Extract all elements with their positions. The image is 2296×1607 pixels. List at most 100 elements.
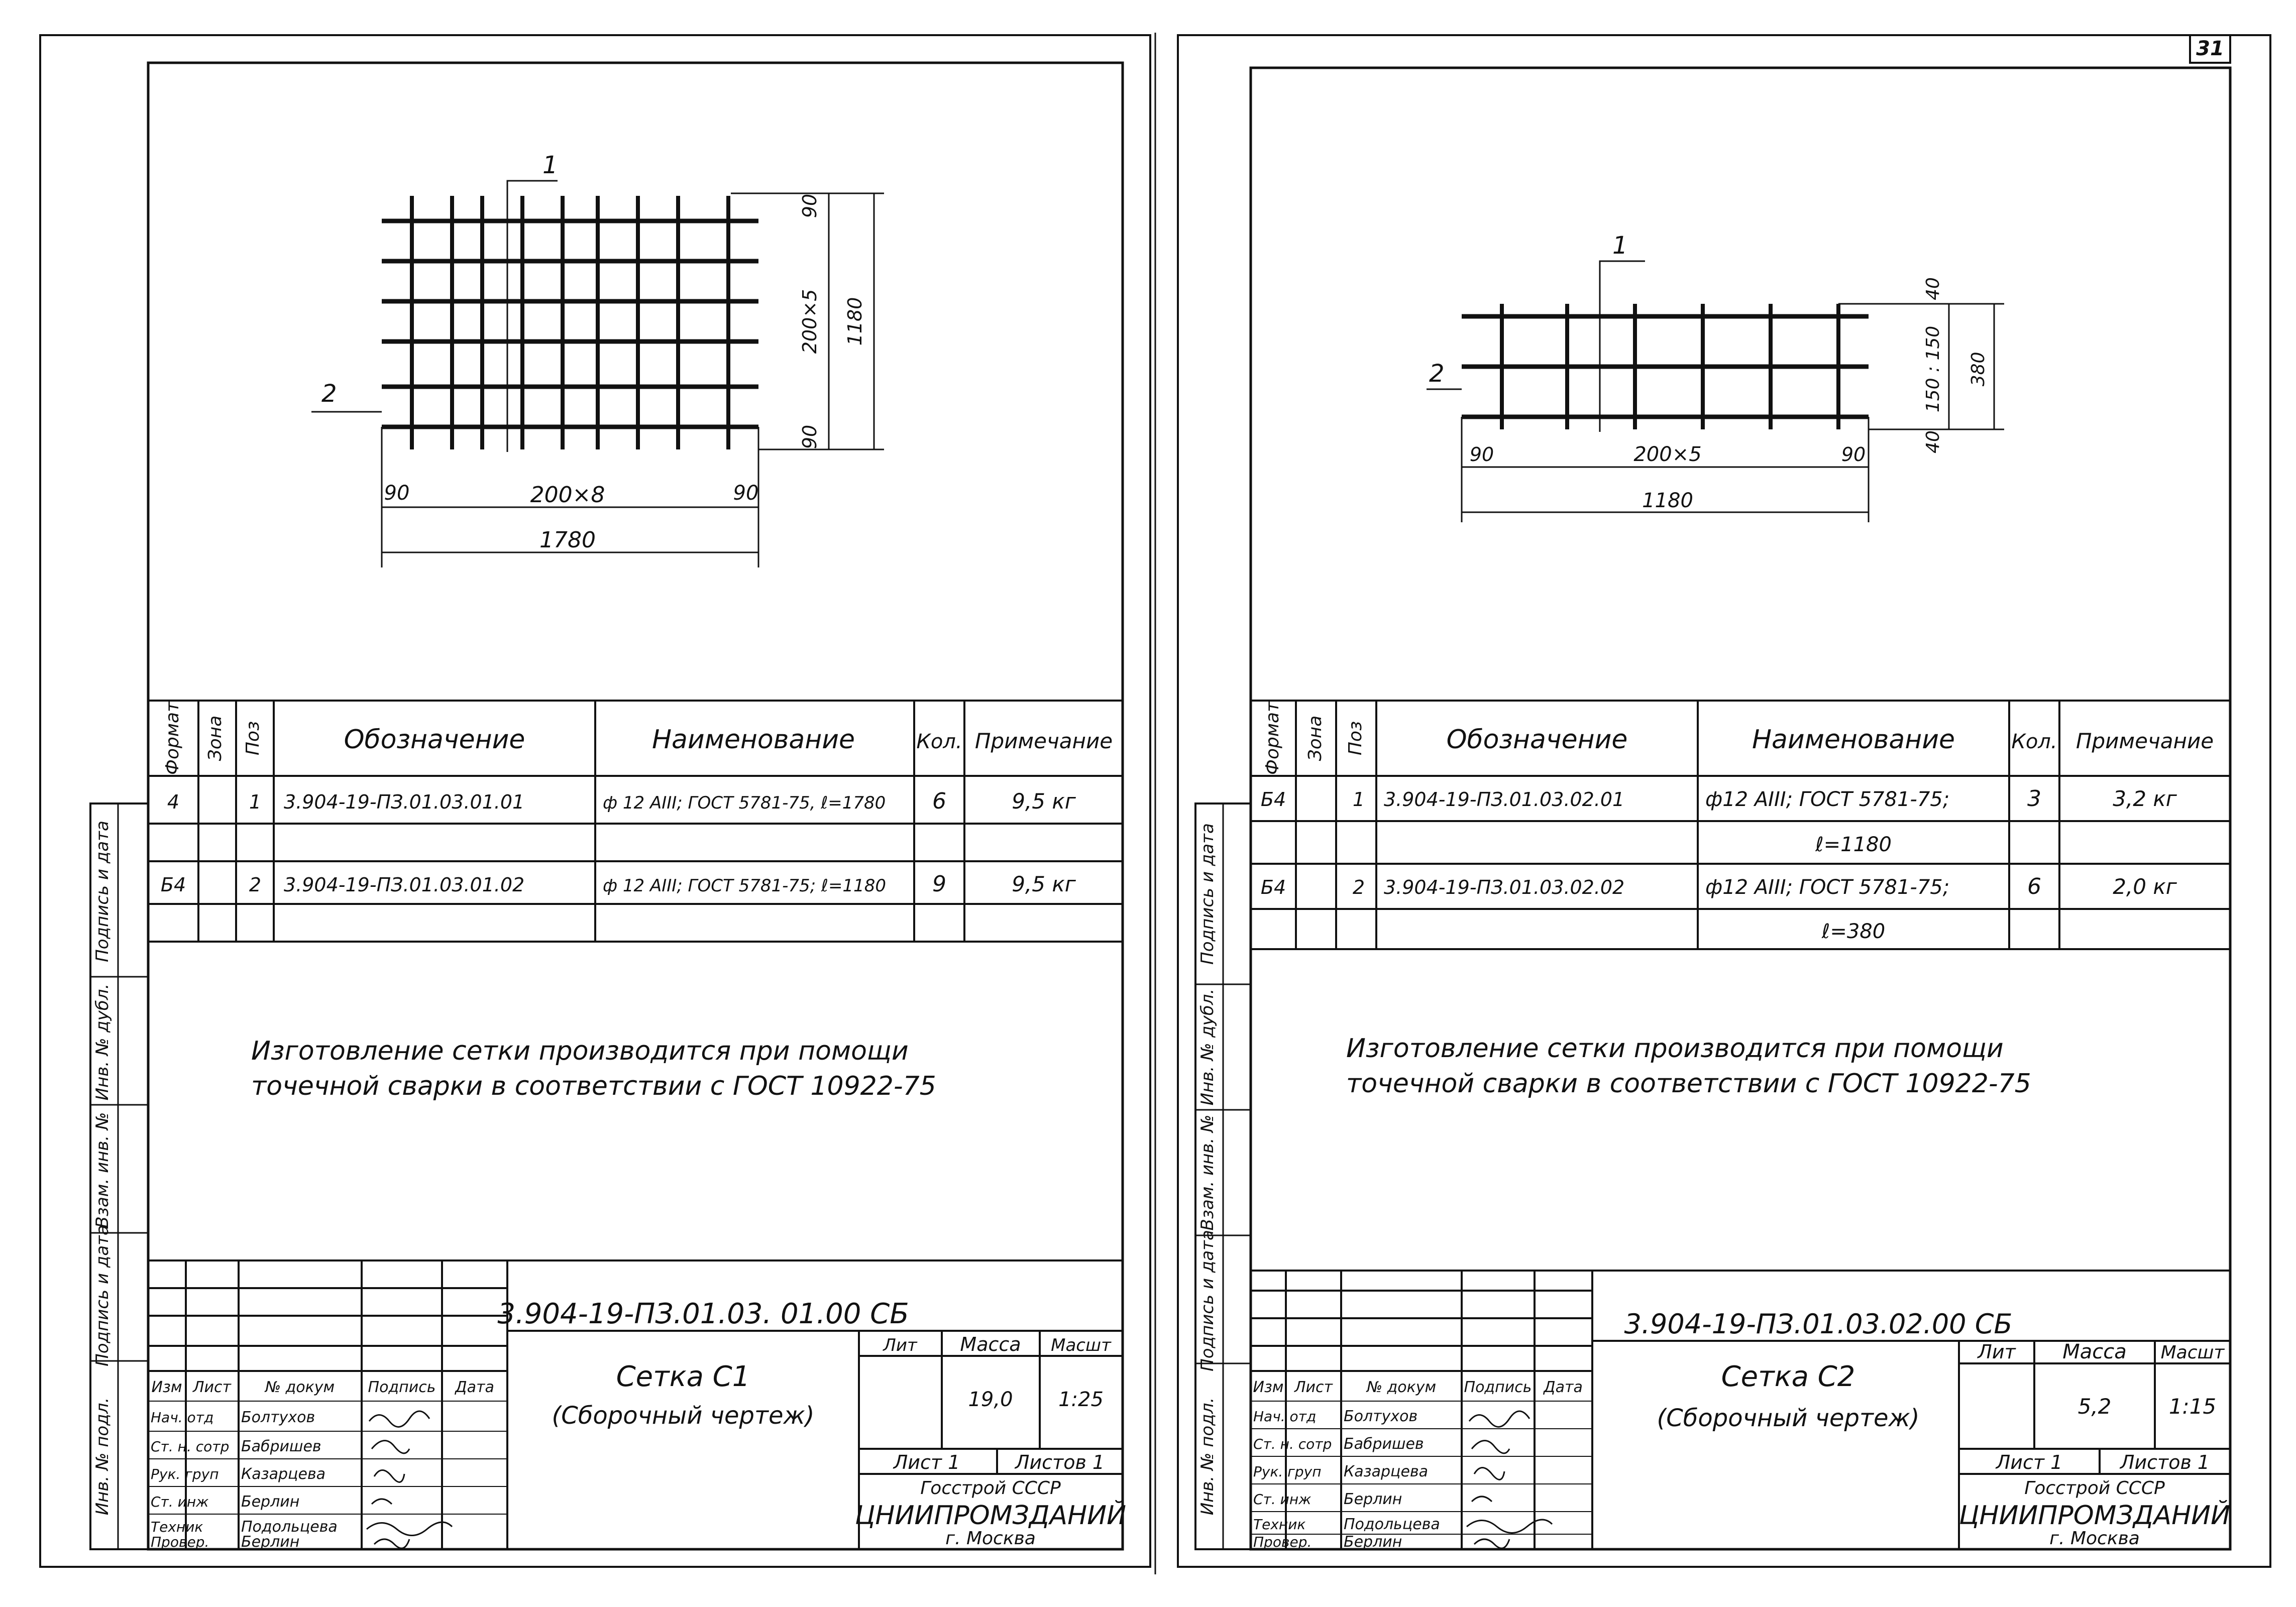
right-header-pos: Поз <box>1345 721 1366 755</box>
right-staff4-role: Ст. инж <box>1253 1491 1311 1508</box>
right-staff5-name: Подольцева <box>1344 1516 1440 1533</box>
right-side-stamp: Инв. № подл. Подпись и дата Взам. инв. №… <box>1194 802 1252 1550</box>
right-th-lit: Лит <box>1977 1341 2016 1363</box>
left-signatures <box>366 1410 453 1549</box>
left-title-line2: (Сборочный чертеж) <box>552 1402 815 1430</box>
left-dim-right: 90 <box>733 482 759 505</box>
right-dim-top: 40 <box>1923 277 1943 300</box>
right-dim-left: 90 <box>1470 443 1494 466</box>
right-th-scale: Масшт <box>2161 1342 2225 1363</box>
left-row1-pos: 1 <box>249 791 261 813</box>
left-row1-name: ф 12 АIII; ГОСТ 5781-75, ℓ=1780 <box>603 793 886 813</box>
right-mesh-drawing: 1 2 40 150 : 150 40 380 90 200×5 90 1180 <box>1427 232 2004 522</box>
right-row2-designation: 3.904-19-ПЗ.01.03.02.02 <box>1384 876 1624 898</box>
right-header-designation: Обозначение <box>1447 725 1628 755</box>
left-staff4-role: Ст. инж <box>151 1494 208 1510</box>
right-header-note: Примечание <box>2076 729 2214 753</box>
left-th-list: Лист <box>192 1379 232 1396</box>
left-staff2-name: Бабришев <box>241 1438 321 1455</box>
right-th-sign: Подпись <box>1464 1379 1532 1396</box>
left-staff3-name: Казарцева <box>241 1465 325 1483</box>
right-th-doc: № докум <box>1366 1379 1436 1396</box>
right-sheets-label: Листов 1 <box>2119 1451 2210 1473</box>
right-header-format: Формат <box>1262 701 1283 775</box>
right-title-block: 3.904-19-ПЗ.01.03.02.00 СБ Изм Лист № до… <box>1251 1270 2230 1551</box>
right-title-line2: (Сборочный чертеж) <box>1657 1404 1920 1432</box>
left-header-note: Примечание <box>975 729 1113 753</box>
right-th-list: Лист <box>1294 1379 1334 1396</box>
left-staff6-name: Берлин <box>241 1533 299 1551</box>
left-sheet-label: Лист 1 <box>893 1451 960 1473</box>
right-row2-pos: 2 <box>1353 876 1365 898</box>
left-row2-name: ф 12 АIII; ГОСТ 5781-75; ℓ=1180 <box>603 876 886 896</box>
left-staff1-role: Нач. отд <box>151 1409 213 1426</box>
right-dim-right: 90 <box>1841 443 1866 466</box>
left-stamp-sign-date-2: Подпись и дата <box>92 821 113 962</box>
left-mesh-drawing: 1 2 90 200×5 90 1180 90 200×8 90 1780 <box>311 151 884 567</box>
right-stamp-sign-date-2: Подпись и дата <box>1197 823 1218 965</box>
left-stamp-inv-podl: Инв. № подл. <box>92 1398 113 1516</box>
left-staff1-name: Болтухов <box>241 1409 315 1426</box>
left-sheets-label: Листов 1 <box>1014 1451 1105 1473</box>
left-staff6-role: Провер. <box>151 1534 209 1550</box>
right-staff3-name: Казарцева <box>1344 1463 1428 1480</box>
page-number: 31 <box>2196 37 2224 60</box>
right-row1-qty: 3 <box>2027 786 2041 812</box>
left-row2-qty: 9 <box>932 871 946 897</box>
left-staff2-role: Ст. н. сотр <box>151 1438 229 1455</box>
left-note-line1: Изготовление сетки производится при помо… <box>251 1036 909 1066</box>
right-org-line2: ЦНИИПРОМЗДАНИЙ <box>1959 1500 2230 1531</box>
left-staff4-name: Берлин <box>241 1493 299 1511</box>
left-org-line1: Госстрой СССР <box>920 1478 1061 1499</box>
left-header-zone: Зона <box>205 716 226 761</box>
left-stamp-vzam: Взам. инв. № <box>92 1112 113 1228</box>
right-dim-mid: 150 : 150 <box>1923 326 1943 412</box>
left-spec-table: Формат Зона Поз Обозначение Наименование… <box>148 700 1123 943</box>
right-row2-qty: 6 <box>2027 874 2041 899</box>
left-th-sign: Подпись <box>368 1379 436 1396</box>
right-th-izm: Изм <box>1253 1379 1283 1396</box>
left-mesh-dims <box>311 180 884 567</box>
left-dim-horizontal-total: 1780 <box>539 527 596 553</box>
right-note-line1: Изготовление сетки производится при помо… <box>1346 1034 2004 1064</box>
left-header-format: Формат <box>162 701 183 775</box>
right-dim-vertical-total: 380 <box>1968 352 1989 387</box>
right-title-line1: Сетка С2 <box>1721 1360 1855 1393</box>
right-stamp-inv-dubl: Инв. № дубл. <box>1197 989 1218 1106</box>
left-mass-value: 19,0 <box>968 1388 1013 1411</box>
left-stamp-inv-dubl: Инв. № дубл. <box>92 984 113 1101</box>
left-th-date: Дата <box>454 1379 494 1396</box>
right-staff2-role: Ст. н. сотр <box>1253 1436 1332 1452</box>
left-title-line1: Сетка С1 <box>616 1360 750 1393</box>
left-dim-bottom: 90 <box>799 425 821 449</box>
right-spec-table: Формат Зона Поз Обозначение Наименование… <box>1251 700 2230 950</box>
right-staff4-name: Берлин <box>1344 1490 1402 1508</box>
left-row2-designation: 3.904-19-ПЗ.01.03.01.02 <box>284 874 524 896</box>
right-dim-horizontal-total: 1180 <box>1642 489 1693 512</box>
left-sheet: 1 2 90 200×5 90 1180 90 200×8 90 1780 <box>89 61 1126 1551</box>
right-sheet: 1 2 40 150 : 150 40 380 90 200×5 90 1180 <box>1194 66 2232 1551</box>
right-staff6-role: Провер. <box>1253 1534 1311 1550</box>
left-dim-horizontal-mid: 200×8 <box>530 482 605 508</box>
right-mesh-dims <box>1427 260 2004 522</box>
right-org-line3: г. Москва <box>2049 1528 2140 1549</box>
right-header-qty: Кол. <box>2011 730 2057 753</box>
left-org-line2: ЦНИИПРОМЗДАНИЙ <box>855 1500 1126 1531</box>
right-row2-format: Б4 <box>1261 876 1286 898</box>
right-staff5-role: Техник <box>1253 1516 1305 1533</box>
right-doc-code: 3.904-19-ПЗ.01.03.02.00 СБ <box>1624 1308 2013 1340</box>
right-row2-note: 2,0 кг <box>2113 874 2177 899</box>
left-dim-vertical-total: 1180 <box>844 297 866 346</box>
left-dim-top: 90 <box>799 194 821 218</box>
right-stamp-vzam: Взам. инв. № <box>1197 1115 1218 1231</box>
left-row1-format: 4 <box>167 791 179 813</box>
left-row2-note: 9,5 кг <box>1012 872 1076 896</box>
right-org-line1: Госстрой СССР <box>2024 1478 2165 1499</box>
left-row2-format: Б4 <box>161 874 186 896</box>
left-th-doc: № докум <box>264 1379 335 1396</box>
right-stamp-sign-date-1: Подпись и дата <box>1197 1230 1218 1371</box>
right-th-date: Дата <box>1543 1379 1583 1396</box>
left-dim-left: 90 <box>384 482 410 505</box>
left-th-mass: Масса <box>960 1333 1021 1355</box>
